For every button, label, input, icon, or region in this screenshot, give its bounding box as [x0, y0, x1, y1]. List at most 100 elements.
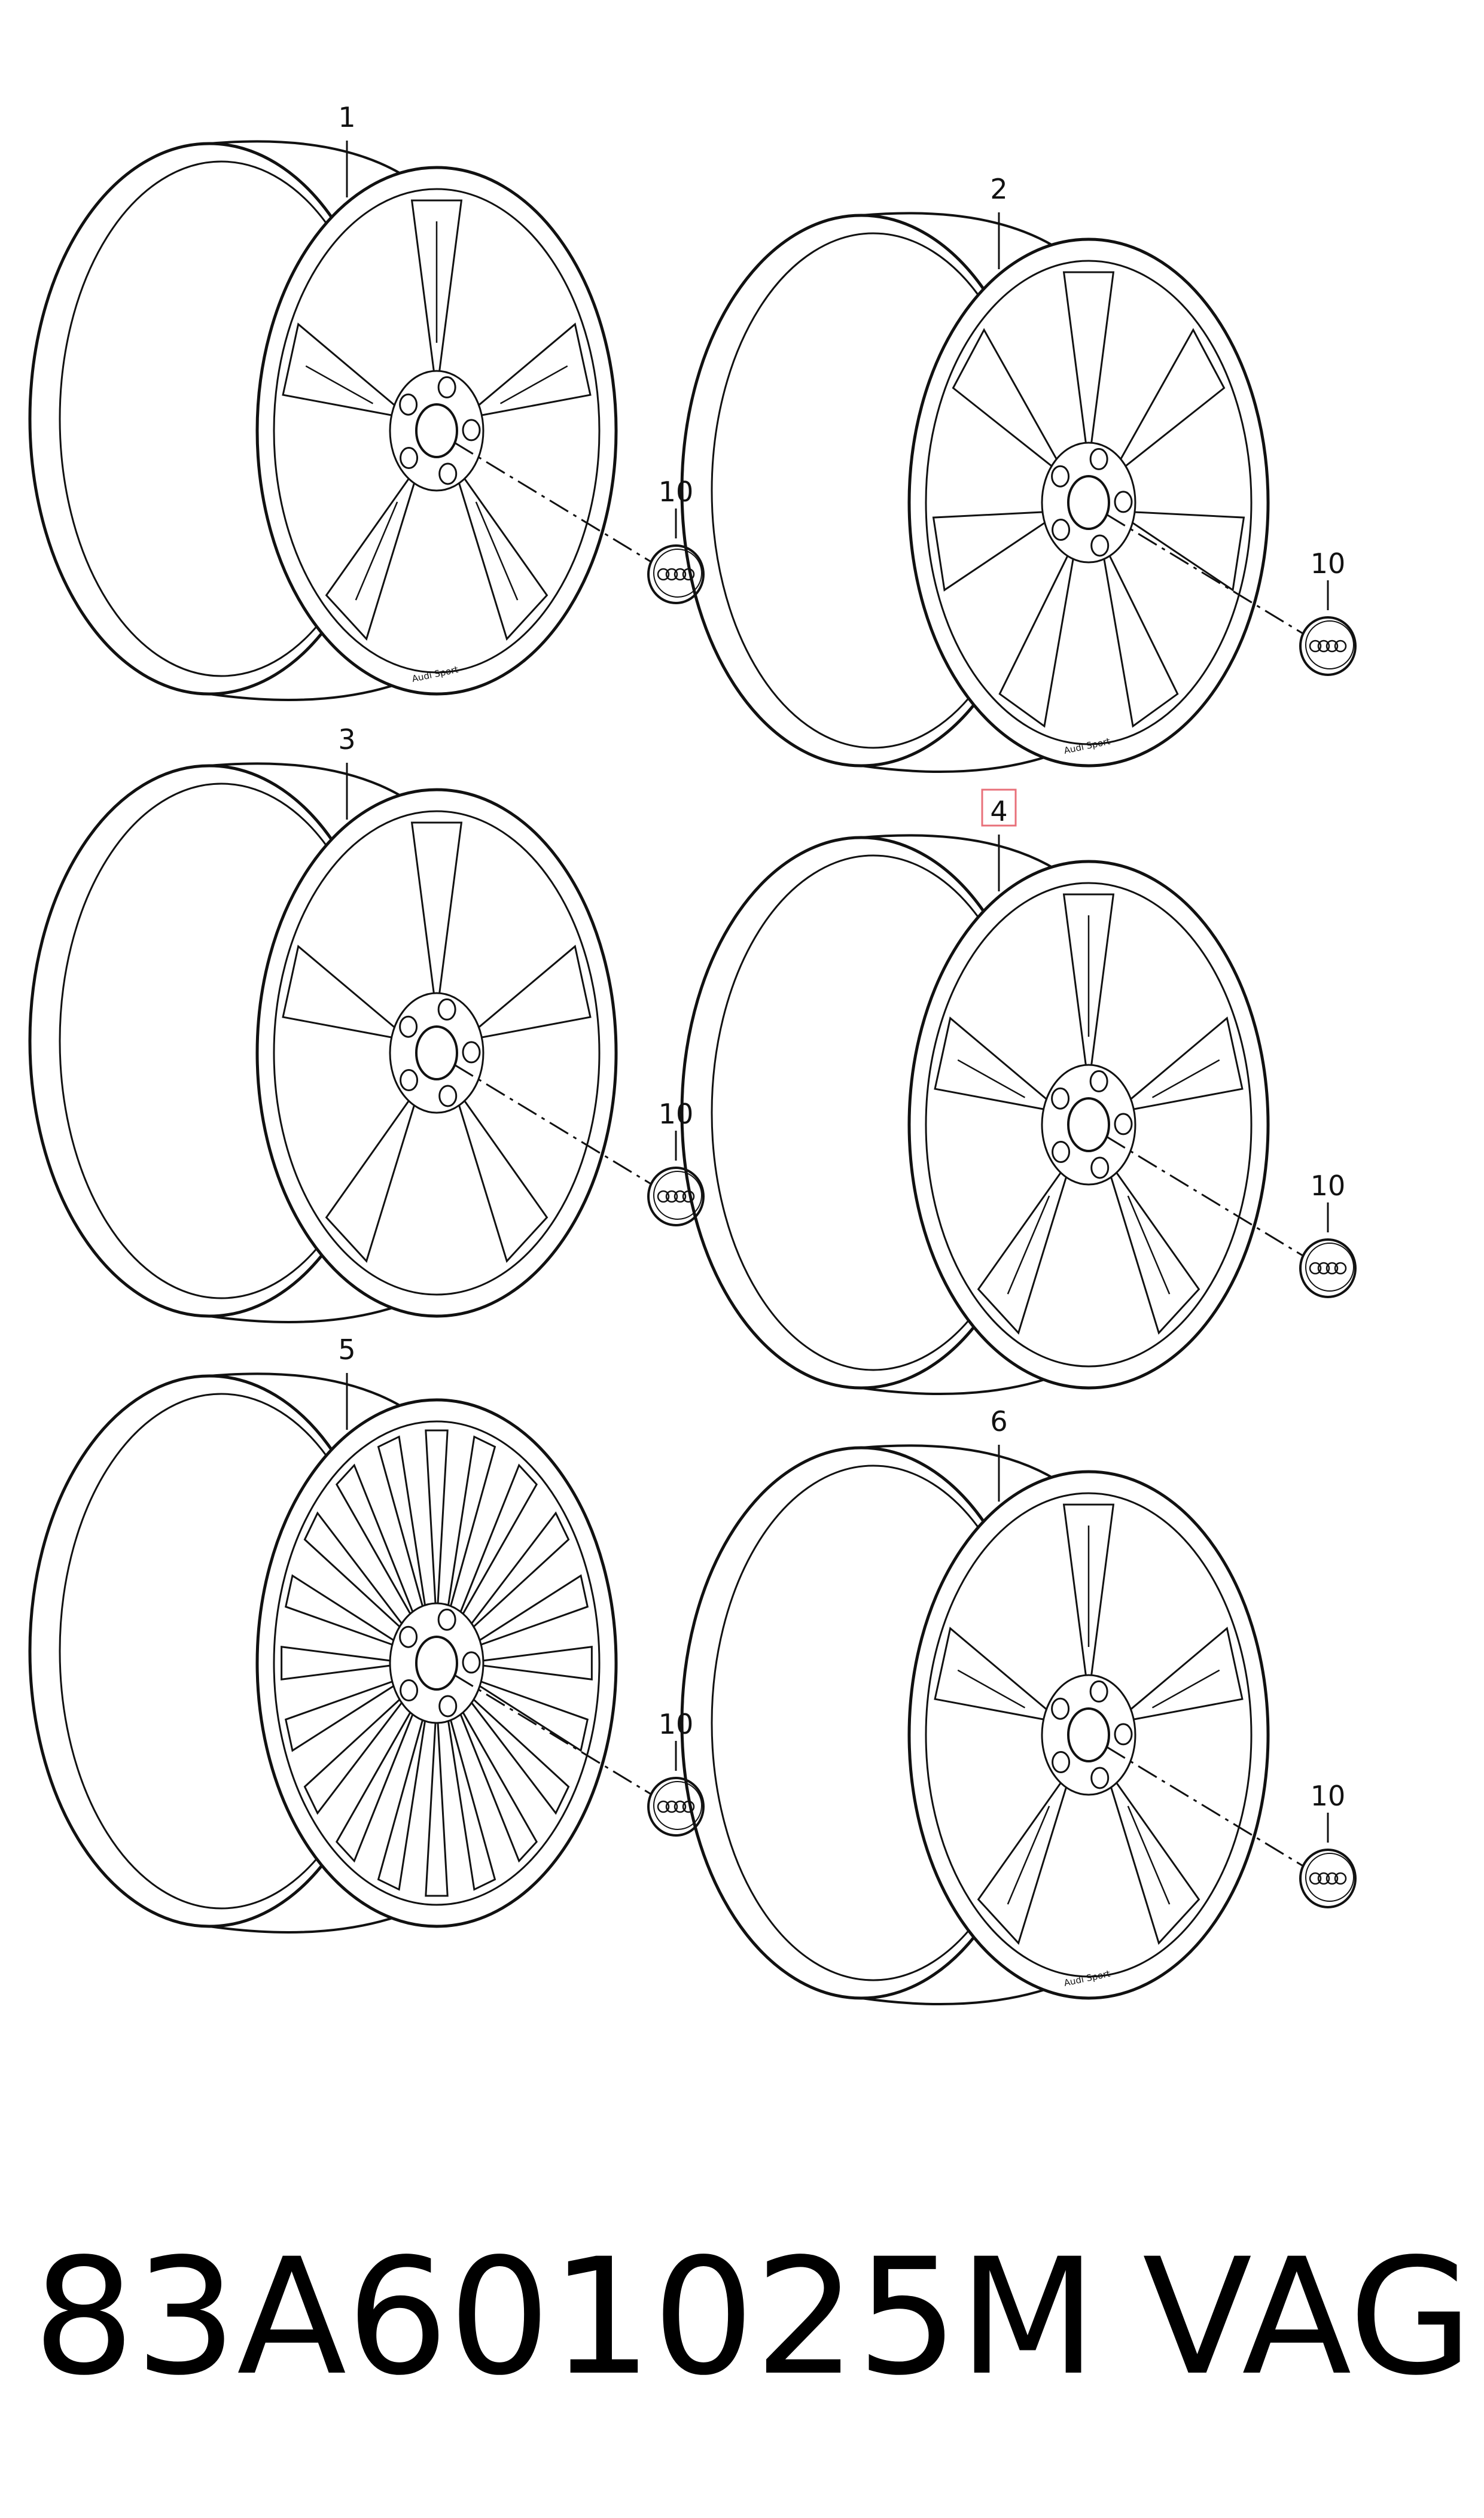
lug-nut	[1051, 465, 1070, 488]
rings-logo-ring	[665, 1800, 678, 1813]
rings-logo-ring	[1309, 640, 1322, 653]
center-cap-body	[647, 1167, 705, 1226]
lug-nut	[1089, 1680, 1108, 1703]
highlight-box	[981, 788, 1017, 827]
lug-nut	[1052, 1751, 1071, 1774]
center-cap: 10	[647, 1708, 705, 1837]
spoke-split-line	[499, 365, 568, 404]
lug-nut	[1089, 1070, 1108, 1092]
lug-nut	[462, 1041, 481, 1064]
lug-nut	[462, 1651, 481, 1674]
wheel-group-3: 3 10	[28, 723, 705, 1323]
rings-logo-ring	[1309, 1262, 1322, 1275]
spoke-split-line	[1151, 1669, 1220, 1709]
lug-nut	[1090, 1767, 1110, 1789]
spoke-split-line	[957, 1059, 1026, 1098]
rings-logo-ring	[1309, 1872, 1322, 1885]
wheel-group-4: 4 10	[680, 788, 1357, 1395]
spoke-split-line	[475, 501, 519, 601]
wheel-face-inner-rim	[925, 260, 1253, 745]
wheel-face-inner-rim	[273, 810, 601, 1296]
cap-callout-10: 10	[659, 476, 694, 508]
wheel-face-inner-rim	[925, 1492, 1253, 1978]
rings-logo-ring	[1325, 1262, 1339, 1275]
wheel-face-inner-rim	[273, 188, 601, 674]
center-cap-body	[1299, 1849, 1357, 1908]
lug-nut	[438, 1085, 458, 1107]
lug-nut	[400, 1069, 419, 1092]
lug-nut	[1090, 534, 1110, 557]
wheel-callout-4: 4	[990, 795, 1007, 827]
center-cap: 10	[1299, 1170, 1357, 1298]
part-number: 83A601025M	[33, 2224, 1097, 2411]
center-cap-body	[647, 544, 705, 604]
cap-callout-10: 10	[1311, 547, 1346, 580]
center-bore	[1067, 1707, 1110, 1762]
spoke-split-line	[1127, 1805, 1171, 1905]
lug-nut	[1114, 1723, 1133, 1746]
wheel-callout-1: 1	[338, 101, 355, 133]
rings-logo-ring	[674, 1800, 687, 1813]
rings-logo-ring	[657, 1800, 670, 1813]
spoke-split-line	[1007, 1195, 1050, 1295]
lug-nut	[462, 419, 481, 442]
manufacturer-label: VAG	[1142, 2224, 1473, 2411]
center-cap-body	[647, 1777, 705, 1837]
lug-nut	[1090, 1156, 1110, 1179]
spoke-split-line	[1151, 1059, 1220, 1098]
rings-logo-ring	[665, 568, 678, 581]
lug-nut	[1114, 1113, 1133, 1135]
lug-nut	[437, 376, 456, 398]
center-bore	[415, 1636, 458, 1691]
center-cap-face	[653, 1171, 702, 1220]
lug-nut	[438, 1695, 458, 1718]
lug-nut	[437, 998, 456, 1021]
rings-logo-ring	[674, 568, 687, 581]
wheel-callout-6: 6	[990, 1405, 1007, 1438]
part-number-footer: 83A601025M VAG	[0, 2237, 1484, 2465]
wheel-callout-2: 2	[990, 173, 1007, 205]
cap-callout-10: 10	[1311, 1780, 1346, 1812]
spoke-split-line	[957, 1669, 1026, 1709]
lug-nut	[1089, 447, 1108, 470]
center-cap-face	[1305, 620, 1354, 669]
lug-nut	[437, 1608, 456, 1631]
rings-logo-ring	[1325, 640, 1339, 653]
rings-logo-ring	[1334, 1262, 1347, 1275]
cap-assembly-line	[454, 1064, 653, 1186]
spoke-split-line	[1007, 1805, 1050, 1905]
lug-nut	[1052, 519, 1071, 541]
center-bore	[1067, 1097, 1110, 1152]
rings-logo-ring	[665, 1190, 678, 1203]
center-bore	[1067, 475, 1110, 530]
cap-assembly-line	[1106, 513, 1305, 635]
wheel-callout-3: 3	[338, 723, 355, 756]
cap-assembly-line	[1106, 1746, 1305, 1868]
cap-assembly-line	[454, 1674, 653, 1796]
center-bore	[415, 403, 458, 458]
lug-nut	[399, 1015, 418, 1038]
cap-assembly-line	[454, 442, 653, 564]
lug-nut	[438, 462, 458, 485]
spoke-split-line	[1127, 1195, 1171, 1295]
lug-nut	[1114, 491, 1133, 513]
lug-nut	[400, 1679, 419, 1702]
wheel-group-5: 5 10	[28, 1333, 705, 1934]
wheel-face-inner-rim	[273, 1420, 601, 1906]
center-cap-face	[1305, 1853, 1354, 1902]
center-cap: 10	[647, 1098, 705, 1226]
center-cap-body	[1299, 616, 1357, 676]
cap-callout-10: 10	[1311, 1170, 1346, 1202]
center-cap: 10	[1299, 1780, 1357, 1908]
center-cap-body	[1299, 1238, 1357, 1298]
wheel-callout-5: 5	[338, 1333, 355, 1366]
center-cap-face	[653, 1781, 702, 1830]
center-bore	[415, 1025, 458, 1080]
rings-logo-ring	[1317, 1872, 1330, 1885]
lug-nut	[399, 1625, 418, 1648]
